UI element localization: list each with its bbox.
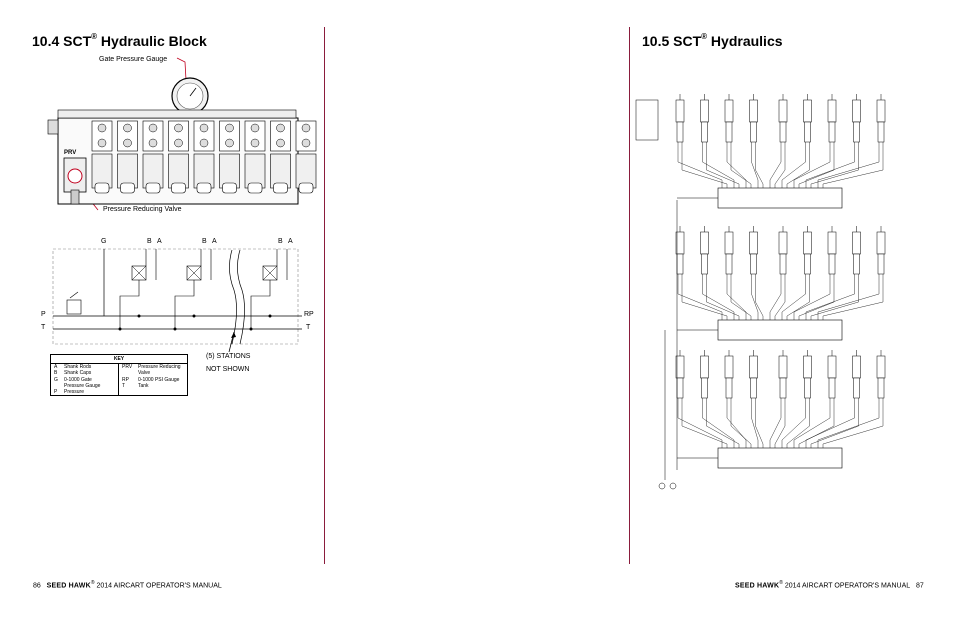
schematic-top-label-a1: A [157, 238, 162, 245]
schematic-right-label-rp: RP [304, 311, 314, 318]
key-title: KEY [51, 355, 187, 364]
page-divider-right [629, 27, 630, 564]
left-page: 10.4 SCT® Hydraulic Block Gate Pressure … [32, 32, 317, 590]
page-divider-left [324, 27, 325, 564]
prv-callout-label: Pressure Reducing Valve [103, 206, 182, 213]
schematic-top-label-b2: B [202, 238, 207, 245]
page-number: 86 [33, 582, 41, 590]
schematic-top-label-g: G [101, 238, 107, 245]
schematic-right-label-t: T [306, 324, 311, 331]
prv-tag: PRV [64, 150, 77, 156]
schematic-top-label-b1: B [147, 238, 152, 245]
schematic-left-label-p: P [41, 311, 46, 318]
gauge-callout-label: Gate Pressure Gauge [99, 56, 168, 63]
right-footer: SEED HAWK® 2014 AIRCART OPERATOR'S MANUA… [735, 580, 924, 590]
hydraulic-block-drawing [47, 57, 317, 211]
left-footer: 86 SEED HAWK® 2014 AIRCART OPERATOR'S MA… [33, 580, 222, 590]
hydraulic-schematic [52, 248, 302, 353]
page-number: 87 [916, 582, 924, 590]
stations-note: (5) STATIONS [206, 353, 251, 360]
schematic-top-label-a2: A [212, 238, 217, 245]
not-shown-note: NOT SHOWN [206, 366, 250, 373]
schematic-top-label-b3: B [278, 238, 283, 245]
schematic-top-label-a3: A [288, 238, 293, 245]
section-title-hydraulic-block: 10.4 SCT® Hydraulic Block [32, 32, 207, 49]
section-title-hydraulics: 10.5 SCT® Hydraulics [642, 32, 783, 49]
schematic-left-label-t: T [41, 324, 46, 331]
